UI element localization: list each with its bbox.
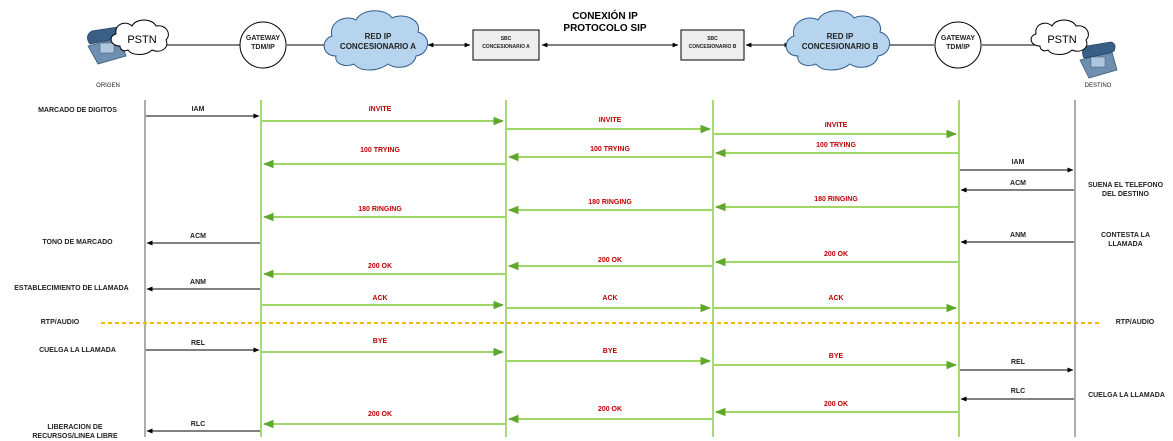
label-invite-2: INVITE xyxy=(598,117,622,124)
pstn-right-cloud-icon xyxy=(1030,19,1089,55)
label-ok-2a: 200 OK xyxy=(597,257,623,264)
event-rtp-right: RTP/AUDIO xyxy=(1115,319,1155,326)
sbc-left-box xyxy=(472,29,540,61)
cloud-left-label-2: CONCESIONARIO A xyxy=(339,42,417,51)
event-contesta-1: CONTESTA LA xyxy=(1101,232,1150,239)
sbc-left-label-2: CONCESIONARIO A xyxy=(482,44,530,50)
event-suena-1: SUENA EL TELEFONO xyxy=(1087,182,1164,189)
sip-messages xyxy=(262,116,958,429)
sbc-right-box xyxy=(680,29,745,61)
label-iam-right: IAM xyxy=(1011,159,1025,166)
event-marcado-digitos: MARCADO DE DIGITOS xyxy=(38,107,117,114)
label-iam-left: IAM xyxy=(191,106,205,113)
label-bye-2: BYE xyxy=(602,348,618,355)
label-ack-3: ACK xyxy=(828,295,844,302)
isup-messages xyxy=(146,113,1074,434)
label-acm-right: ACM xyxy=(1010,180,1026,187)
event-contesta-2: LLAMADA xyxy=(1108,241,1143,248)
gateway-left-circle xyxy=(239,21,287,69)
label-trying-1: 100 TRYING xyxy=(360,147,400,154)
event-suena-2: DEL DESTINO xyxy=(1102,191,1149,198)
event-tono-marcado: TONO DE MARCADO xyxy=(42,239,113,246)
label-anm-left: ANM xyxy=(190,279,206,286)
sbc-left-label-1: SBC xyxy=(500,36,512,42)
label-anm-right: ANM xyxy=(1010,232,1026,239)
label-ack-2: ACK xyxy=(602,295,618,302)
label-trying-3: 100 TRYING xyxy=(816,142,856,149)
label-rel-left: REL xyxy=(191,340,205,347)
diagram-title-line2: PROTOCOLO SIP xyxy=(563,23,647,34)
sbc-right-label-1: SBC xyxy=(707,36,718,42)
lifelines xyxy=(144,100,1076,437)
cloud-left-label-1: RED IP xyxy=(364,32,392,41)
event-rtp-left: RTP/AUDIO xyxy=(40,319,80,326)
destination-label: DESTINO xyxy=(1084,83,1112,89)
event-liberacion-2: RECURSOS/LINEA LIBRE xyxy=(32,433,118,440)
label-bye-3: BYE xyxy=(828,353,844,360)
label-ok-1a: 200 OK xyxy=(367,263,393,270)
gateway-left-label-2: TDM/IP xyxy=(251,44,275,51)
label-ok-3b: 200 OK xyxy=(823,401,849,408)
label-ringing-2: 180 RINGING xyxy=(588,199,632,206)
label-rlc-left: RLC xyxy=(190,421,206,428)
label-invite-3: INVITE xyxy=(824,122,848,129)
label-ringing-3: 180 RINGING xyxy=(814,196,858,203)
origin-label: ORIGEN xyxy=(96,83,120,89)
label-ringing-1: 180 RINGING xyxy=(358,206,402,213)
gateway-right-label-1: GATEWAY xyxy=(940,35,976,42)
label-rlc-right: RLC xyxy=(1010,388,1026,395)
pstn-right-label: PSTN xyxy=(1047,34,1077,46)
phone-destination-icon xyxy=(1079,41,1118,79)
event-establecimiento: ESTABLECIMIENTO DE LLAMADA xyxy=(14,285,129,292)
cloud-left-icon xyxy=(323,10,428,71)
label-trying-2: 100 TRYING xyxy=(590,146,630,153)
event-cuelga-left: CUELGA LA LLAMADA xyxy=(39,347,116,354)
event-liberacion-1: LIBERACION DE xyxy=(47,424,103,431)
label-rel-right: REL xyxy=(1011,359,1025,366)
label-ok-3a: 200 OK xyxy=(823,251,849,258)
label-ok-2b: 200 OK xyxy=(597,406,623,413)
event-cuelga-right: CUELGA LA LLAMADA xyxy=(1088,392,1165,399)
sbc-right-label-2: CONCESIONARIO B xyxy=(688,44,737,50)
pstn-left-label: PSTN xyxy=(127,34,157,46)
label-ack-1: ACK xyxy=(372,295,388,302)
label-bye-1: BYE xyxy=(372,338,388,345)
label-acm-left: ACM xyxy=(190,233,206,240)
cloud-right-label-1: RED IP xyxy=(826,32,854,41)
label-invite-1: INVITE xyxy=(368,106,392,113)
diagram-title-line1: CONEXIÓN IP xyxy=(572,11,638,22)
label-ok-1b: 200 OK xyxy=(367,411,393,418)
cloud-right-icon xyxy=(785,10,890,71)
gateway-right-circle xyxy=(934,21,982,69)
gateway-right-label-2: TDM/IP xyxy=(946,44,970,51)
pstn-left-cloud-icon xyxy=(110,19,169,55)
cloud-right-label-2: CONCESIONARIO B xyxy=(801,42,879,51)
gateway-left-label-1: GATEWAY xyxy=(245,35,281,42)
